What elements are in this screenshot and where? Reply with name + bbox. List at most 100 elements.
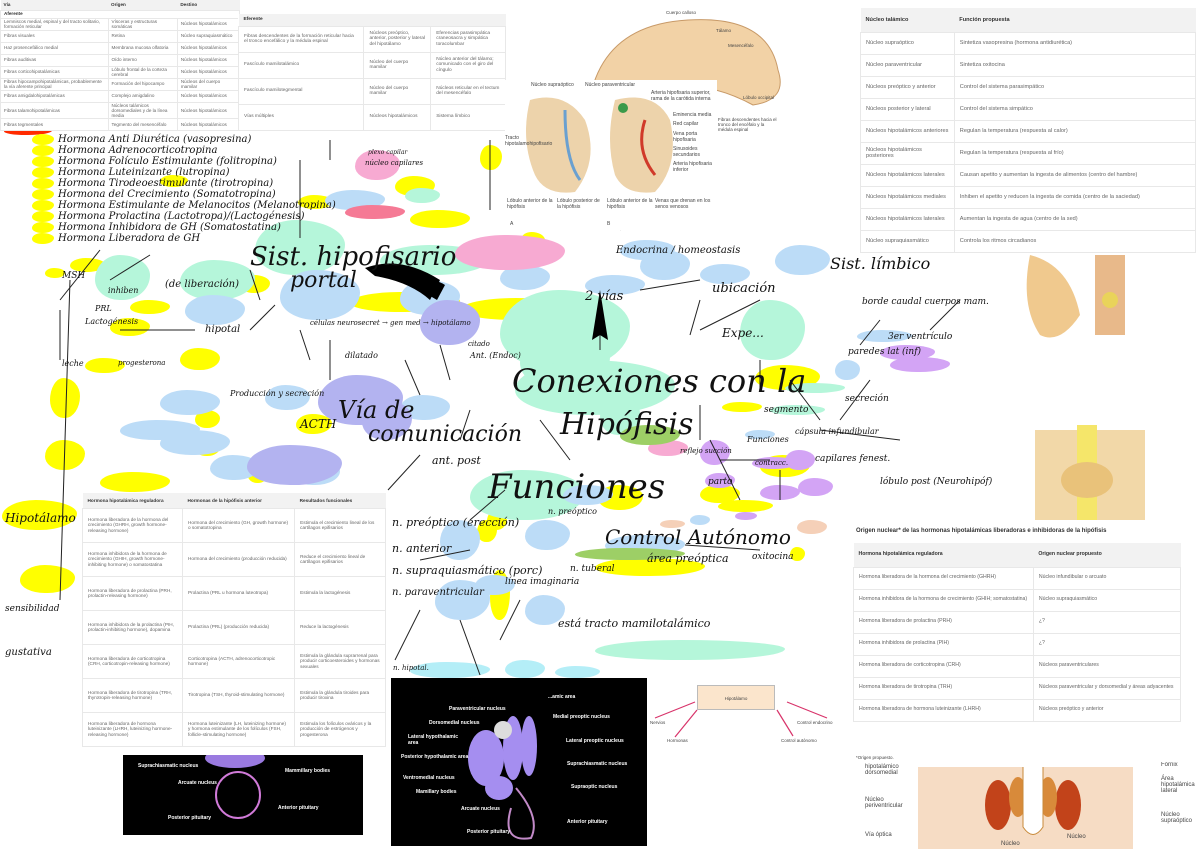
table-cell: Lóbulo frontal de la corteza cerebral	[107, 65, 178, 79]
table-cell: Inhiben el apetito y reducen la ingesta …	[953, 185, 1197, 209]
table-row: Hormona liberadora de corticotropina (CR…	[853, 654, 1182, 678]
figure-label: Núcleo paraventricular	[585, 82, 636, 88]
table-cell: Complejo amigdalino	[107, 89, 178, 103]
table-cell: Estimula la glándula suprarrenal para pr…	[294, 643, 386, 679]
table-cell: Tirotropina (TSH, thyroid-stimulating ho…	[181, 677, 296, 713]
table-cell: Núcleo paraventricular	[860, 53, 955, 77]
handwritten-note: secreción	[845, 394, 889, 404]
column-header: Resultados funcionales	[294, 493, 386, 508]
table-row: Hormona liberadora de hormona luteinizan…	[82, 711, 386, 747]
table-row: Lemniscos medial, espinal y del tracto s…	[0, 17, 241, 31]
table-cell: Prolactina (PRL) (producción reducida)	[181, 609, 296, 645]
handwritten-note: Producción y secreción	[230, 389, 325, 398]
handwritten-note: borde caudal cuerpos mam.	[862, 297, 989, 307]
handwritten-note: comunicación	[368, 422, 523, 447]
table-cell: Reduce el crecimiento lineal de cartílag…	[294, 541, 386, 577]
handwritten-note: área preóptica	[647, 552, 729, 565]
table-cell: Control del sistema parasimpático	[953, 75, 1197, 99]
highlight-blob	[405, 188, 440, 203]
figure-label: Mesencéfalo	[728, 43, 754, 48]
handwritten-note: n. paraventricular	[392, 587, 484, 598]
figure-label: Red capilar	[673, 121, 699, 127]
figure-label: Núcleo supraóptico	[1161, 812, 1193, 824]
highlight-blob	[160, 175, 188, 187]
table-row: Hormona liberadora de la hormona del cre…	[82, 507, 386, 543]
column-header: Hormona hipotalámica reguladora	[853, 543, 1034, 567]
highlight-blob	[760, 485, 800, 500]
origin-footnote: *Origen propuesto.	[856, 755, 894, 760]
figure-label: Núcleo supraóptico	[531, 82, 574, 88]
red-redaction-scribble	[4, 127, 52, 135]
table-cell: Núcleo infundibular o arcuato	[1032, 566, 1182, 590]
handwritten-note: línea imaginaria	[505, 577, 580, 587]
handwritten-note: Sist. límbico	[830, 254, 931, 273]
table-cell: ¿?	[1032, 610, 1182, 634]
handwritten-note: células neurosecret → gen med → hipotála…	[310, 319, 471, 327]
highlight-blob	[595, 640, 785, 660]
highlight-blob	[298, 195, 333, 209]
table-row: Hormona inhibidora de la hormona de crec…	[82, 541, 386, 577]
column-header: Origen nuclear propuesto	[1033, 543, 1181, 567]
highlight-blob	[50, 378, 80, 418]
figure-label: Medial preoptic nucleus	[553, 714, 610, 720]
handwritten-note: hipotal	[205, 324, 241, 335]
handwritten-note: n. anterior	[392, 542, 452, 555]
table-cell: Núcleos preóptico y anterior	[860, 75, 955, 99]
handwritten-note: n. supraquiasmático (porc)	[392, 564, 543, 577]
column-header: Destino	[177, 0, 240, 10]
table-section-row: Aferente	[0, 9, 240, 19]
figure-label: Fibras descendentes hacia el tronco del …	[718, 117, 777, 132]
handwritten-note: citado	[468, 340, 490, 348]
table-cell: Hormona del crecimiento (producción redu…	[181, 541, 296, 577]
figure-label: hipotalámico dorsomedial	[865, 764, 899, 776]
table-row: Hormona inhibidora de la prolactina (PIH…	[82, 609, 386, 645]
handwritten-note: Funciones	[747, 435, 789, 444]
highlight-blob	[100, 472, 170, 492]
highlight-blob	[775, 245, 830, 275]
highlight-blob	[45, 268, 65, 278]
highlight-blob	[32, 211, 54, 222]
table-cell: Núcleos hipotalámicos laterales	[860, 163, 955, 187]
highlight-blob	[477, 520, 497, 542]
table-cell: Hormona liberadora de hormona luteinizan…	[853, 698, 1034, 722]
highlight-blob	[575, 548, 685, 560]
handwritten-note: ant. post	[432, 454, 481, 467]
table-cell: Hormona luteinizante (LH, luteinizing ho…	[181, 711, 296, 747]
handwritten-note: Control Autónomo	[605, 525, 791, 549]
figure-label: Posterior pituitary	[168, 815, 212, 821]
column-header: Hormona hipotalámica reguladora	[82, 493, 183, 508]
figure-label: ...amic area	[548, 694, 576, 700]
connector-line	[439, 344, 451, 381]
table-cell: Vías múltiples	[237, 103, 365, 131]
figure-label: Vía óptica	[865, 832, 892, 838]
highlight-blob	[180, 260, 255, 300]
handwritten-note: PRL	[95, 304, 112, 313]
handwritten-note: contracc.	[755, 459, 789, 467]
highlight-blob	[480, 145, 502, 170]
table-cell: Fascículo mamilotalámico	[237, 51, 365, 79]
hypothalamus-control-diagram: Hipotálamo Nervios Hormonas Control endo…	[645, 680, 845, 750]
table-cell: Fibras auditivas	[0, 53, 109, 67]
figure-label: Lateral hypothalamic area	[408, 734, 459, 746]
table-cell: Hormona liberadora de prolactina (PRH, p…	[82, 575, 183, 611]
highlight-blob	[525, 520, 570, 550]
handwritten-note: Hormona Prolactina (Lactotropa)/(Lactogé…	[58, 211, 305, 222]
figure-label: Eminencia media	[673, 112, 712, 118]
figure-label: Núcleo	[1001, 841, 1020, 847]
table-cell: Núcleos paraventricular y dorsomedial y …	[1032, 676, 1182, 700]
table-cell: Hormona del crecimiento (GH, growth horm…	[181, 507, 296, 543]
table-row: Hormona liberadora de tirotropina (TRH)N…	[853, 676, 1182, 700]
handwritten-note: Hormona Folículo Estimulante (folitropin…	[58, 156, 277, 167]
handwritten-note: Hormona Estimulante de Melanocitos (Mela…	[58, 200, 336, 211]
handwritten-note: 2 vías	[585, 289, 624, 304]
figure-label: Núcleo periventricular	[865, 797, 903, 809]
highlight-blob	[355, 150, 400, 180]
